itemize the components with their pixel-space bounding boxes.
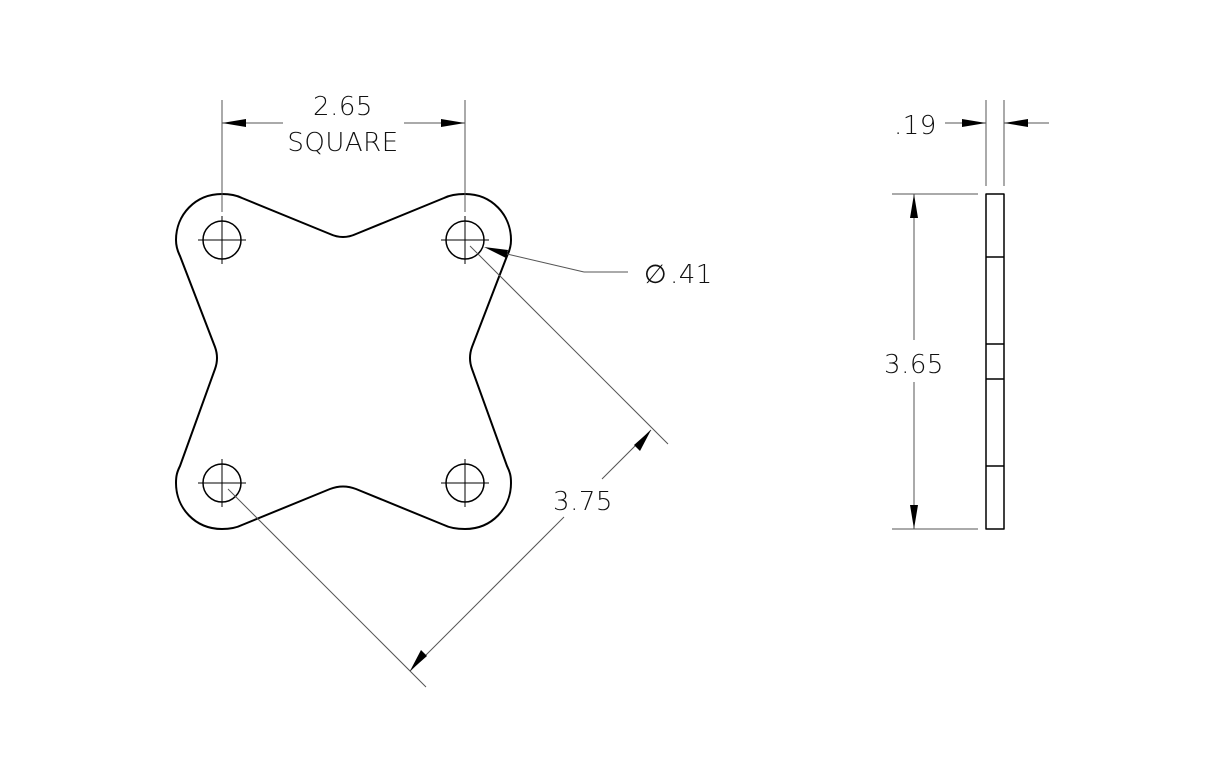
- dimension-height-value: 3.65: [884, 350, 944, 380]
- diameter-symbol-icon: ∅: [644, 260, 667, 290]
- dimension-diagonal-value: 3.75: [553, 487, 613, 517]
- dimension-width-note: SQUARE: [287, 128, 398, 158]
- hole-diameter-callout: ∅ .41: [484, 247, 713, 290]
- dimension-thickness: .19: [894, 100, 1049, 186]
- hole-top-left: [198, 216, 246, 264]
- front-view: 2.65 SQUARE ∅ .41 3.75: [175, 92, 713, 688]
- dimension-diagonal: 3.75: [227, 245, 669, 688]
- side-view: .19 3.65: [884, 100, 1049, 530]
- hole-top-right: [441, 216, 489, 264]
- hole-bottom-left: [198, 459, 246, 507]
- dimension-width: 2.65 SQUARE: [221, 92, 466, 212]
- plate-outline: [175, 193, 512, 530]
- dimension-height: 3.65: [884, 193, 978, 530]
- dimension-thickness-value: .19: [894, 111, 937, 141]
- hole-bottom-right: [441, 459, 489, 507]
- hole-diameter-value: .41: [670, 260, 713, 290]
- plate-side-outline: [985, 193, 1005, 530]
- dimension-width-value: 2.65: [313, 92, 373, 122]
